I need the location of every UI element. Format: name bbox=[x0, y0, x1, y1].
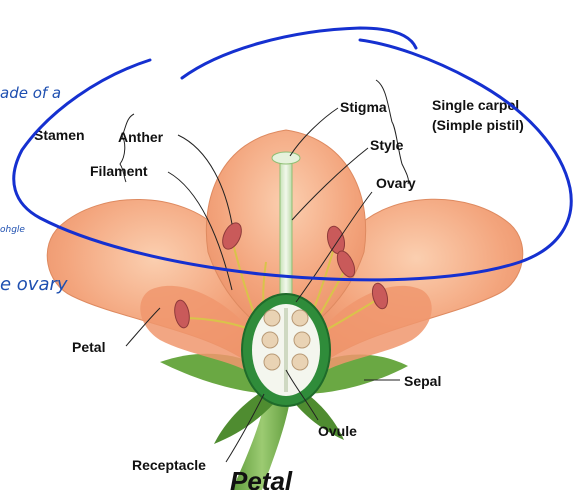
leader-lines bbox=[125, 107, 400, 463]
ovule bbox=[263, 353, 281, 371]
label-style: Style bbox=[370, 137, 404, 153]
label-filament: Filament bbox=[90, 163, 148, 179]
ovary-septum bbox=[284, 308, 288, 392]
anther bbox=[336, 250, 356, 278]
anther bbox=[174, 299, 190, 329]
label-simple-pistil: (Simple pistil) bbox=[432, 117, 524, 133]
label-receptacle: Receptacle bbox=[132, 457, 206, 473]
style bbox=[279, 161, 293, 313]
label-anther: Anther bbox=[118, 129, 164, 145]
label-petal: Petal bbox=[72, 339, 105, 355]
petal-front-left bbox=[140, 285, 258, 378]
anther bbox=[222, 222, 242, 250]
label-single-carpel: Single carpel bbox=[432, 97, 519, 113]
label-ovary: Ovary bbox=[376, 175, 416, 191]
ovule bbox=[293, 331, 311, 349]
label-stamen: Stamen bbox=[34, 127, 85, 143]
ovule bbox=[263, 309, 281, 327]
handwriting-line2: ohgle bbox=[0, 225, 25, 235]
handwriting-line3: e ovary bbox=[0, 274, 68, 295]
stamen-bracket bbox=[119, 113, 135, 183]
carpel-bracket bbox=[375, 79, 409, 185]
label-ovule: Ovule bbox=[318, 423, 357, 439]
annotation-loop bbox=[12, 26, 573, 282]
anthers bbox=[174, 222, 389, 329]
anther bbox=[371, 282, 389, 310]
label-stigma: Stigma bbox=[340, 99, 387, 115]
ovule bbox=[291, 309, 309, 327]
handwriting-line1: ade of a bbox=[0, 84, 61, 102]
label-sepal: Sepal bbox=[404, 373, 441, 389]
petal-front-right bbox=[314, 285, 432, 378]
stigma bbox=[271, 151, 301, 165]
ovule bbox=[261, 331, 279, 349]
ovules bbox=[261, 309, 311, 371]
stem bbox=[232, 388, 292, 490]
handwriting-bottom: Petal bbox=[230, 466, 293, 490]
ovule bbox=[291, 353, 309, 371]
